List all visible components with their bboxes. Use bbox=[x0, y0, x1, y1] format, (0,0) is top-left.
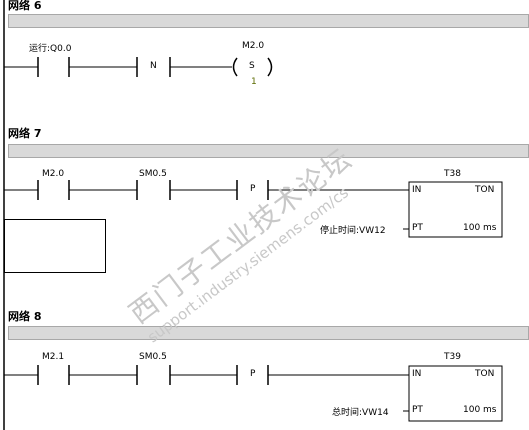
network-comment-bar[interactable] bbox=[8, 14, 529, 28]
network-comment-bar[interactable] bbox=[8, 144, 529, 158]
coil-address-label[interactable]: M2.0 bbox=[242, 41, 265, 51]
contact-label[interactable]: M2.0 bbox=[42, 169, 65, 179]
contact-network-7-2 bbox=[136, 180, 171, 200]
network-title[interactable]: 网络 6 bbox=[8, 0, 42, 12]
timer-resolution: 100 ms bbox=[463, 405, 497, 415]
network-title[interactable]: 网络 8 bbox=[8, 310, 42, 323]
transition-label[interactable]: P bbox=[250, 184, 256, 194]
coil-count-label[interactable]: 1 bbox=[251, 77, 257, 87]
transition-label[interactable]: P bbox=[250, 369, 256, 379]
timer-pt-pin: PT bbox=[412, 223, 423, 233]
contact-label[interactable]: M2.1 bbox=[42, 352, 65, 362]
contact-network-8-2 bbox=[136, 365, 171, 385]
contact-label[interactable]: SM0.5 bbox=[139, 169, 167, 179]
timer-box-t38 bbox=[408, 181, 503, 238]
timer-in-pin: IN bbox=[412, 369, 422, 379]
contact-label[interactable]: SM0.5 bbox=[139, 352, 167, 362]
coil-set-network-6 bbox=[232, 57, 273, 77]
timer-in-pin: IN bbox=[412, 185, 422, 195]
network-title[interactable]: 网络 7 bbox=[8, 127, 42, 140]
contact-network-7-1 bbox=[37, 180, 70, 200]
timer-pt-pin: PT bbox=[412, 405, 423, 415]
timer-name-label[interactable]: T38 bbox=[444, 169, 461, 179]
empty-selection-box[interactable] bbox=[4, 219, 106, 273]
timer-box-t39 bbox=[408, 365, 503, 422]
rung-network-8 bbox=[4, 365, 503, 422]
rung-network-7 bbox=[4, 180, 503, 238]
contact-label[interactable]: 运行:Q0.0 bbox=[29, 44, 72, 54]
timer-pt-source[interactable]: 停止时间:VW12 bbox=[320, 226, 386, 236]
timer-resolution: 100 ms bbox=[463, 223, 497, 233]
transition-label[interactable]: N bbox=[150, 61, 157, 71]
contact-network-6-1 bbox=[37, 57, 70, 77]
network-comment-bar[interactable] bbox=[8, 326, 529, 340]
timer-type-label: TON bbox=[475, 369, 495, 379]
rung-network-6 bbox=[4, 57, 273, 77]
timer-pt-source[interactable]: 总时间:VW14 bbox=[332, 408, 389, 418]
timer-name-label[interactable]: T39 bbox=[444, 352, 461, 362]
timer-type-label: TON bbox=[475, 185, 495, 195]
contact-network-8-1 bbox=[37, 365, 70, 385]
coil-type-label: S bbox=[249, 61, 255, 71]
